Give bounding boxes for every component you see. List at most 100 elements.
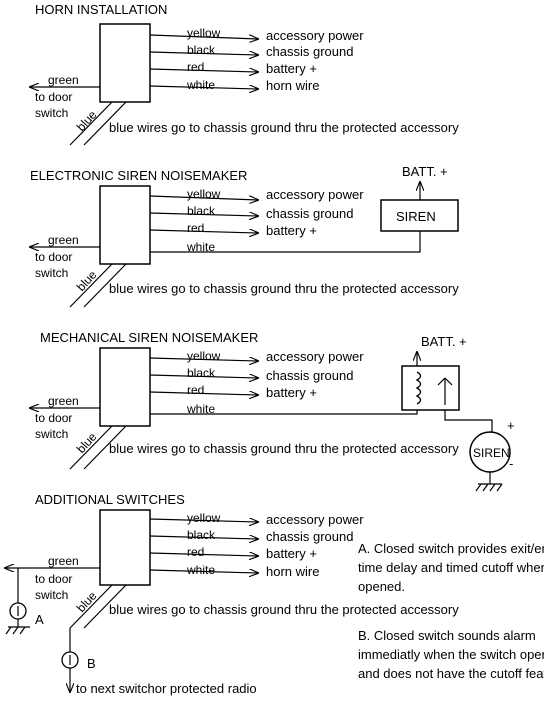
wire-red <box>149 69 258 72</box>
wire-label: yellow <box>187 349 221 363</box>
wire-destination: battery + <box>266 546 317 561</box>
wire-label: white <box>186 402 215 416</box>
switch-b-label: B <box>87 656 96 671</box>
wire-white <box>150 231 421 253</box>
wire-destination: chassis ground <box>266 529 353 544</box>
wire-label: white <box>186 78 215 92</box>
wire-black <box>149 536 258 539</box>
next-switch-label: to next switchor protected radio <box>76 681 257 696</box>
blue-label: blue <box>74 430 100 456</box>
wire-blue <box>83 101 127 146</box>
section-heading: MECHANICAL SIREN NOISEMAKER <box>40 330 258 345</box>
blue-label: blue <box>74 589 100 615</box>
ground-icon <box>475 483 482 492</box>
wire-red <box>149 392 258 395</box>
wire-yellow <box>149 358 258 361</box>
wire-label: white <box>186 563 215 577</box>
wire-label: yellow <box>187 187 221 201</box>
relay-contact <box>437 377 446 386</box>
section-horn-installation: HORN INSTALLATION yellow black red white… <box>30 2 459 146</box>
green-label: green <box>48 233 79 247</box>
wire-white <box>149 86 258 89</box>
note-a-line: time delay and timed cutoff when <box>358 560 544 575</box>
wire-destination: chassis ground <box>266 206 353 221</box>
wire-label: white <box>186 240 215 254</box>
note-b-line: B. Closed switch sounds alarm <box>358 628 536 643</box>
door-label: switch <box>35 588 68 602</box>
blue-note: blue wires go to chassis ground thru the… <box>109 441 459 456</box>
door-label: to door <box>35 250 72 264</box>
wire-yellow <box>149 195 258 200</box>
wire-blue <box>69 425 113 470</box>
wire-red <box>149 230 258 233</box>
wire-to-motor <box>444 410 493 432</box>
switch-a-label: A <box>35 612 44 627</box>
wire-label: yellow <box>187 511 221 525</box>
wire-yellow <box>149 519 258 522</box>
alarm-module-box <box>99 23 151 103</box>
section-heading: HORN INSTALLATION <box>35 2 167 17</box>
wire-white <box>149 570 258 573</box>
ground-icon <box>489 483 496 492</box>
ground-icon <box>496 483 503 492</box>
section-mechanical-siren: MECHANICAL SIREN NOISEMAKER yellow black… <box>30 330 515 492</box>
wire-destination: accessory power <box>266 28 364 43</box>
wire-destination: battery + <box>266 61 317 76</box>
alarm-module-box <box>99 509 151 586</box>
wire-destination: horn wire <box>266 564 319 579</box>
ground-icon <box>5 626 12 635</box>
wire-destination: horn wire <box>266 78 319 93</box>
wire-label: black <box>187 204 216 218</box>
green-label: green <box>48 73 79 87</box>
wire-blue <box>69 101 113 146</box>
wire-black <box>149 213 258 216</box>
blue-label: blue <box>74 268 100 294</box>
wire-label: red <box>187 545 204 559</box>
wire-label: red <box>187 60 204 74</box>
blue-note: blue wires go to chassis ground thru the… <box>109 281 459 296</box>
door-label: switch <box>35 106 68 120</box>
wire-destination: battery + <box>266 385 317 400</box>
wire-destination: battery + <box>266 223 317 238</box>
wire-label: yellow <box>187 26 221 40</box>
wire-label: black <box>187 366 216 380</box>
door-label: to door <box>35 411 72 425</box>
door-label: switch <box>35 427 68 441</box>
wire-blue <box>83 263 127 308</box>
door-label: switch <box>35 266 68 280</box>
note-a-line: opened. <box>358 579 405 594</box>
minus-label: - <box>509 456 513 471</box>
alarm-module-box <box>99 347 151 427</box>
wire-blue <box>83 584 127 629</box>
wire-destination: chassis ground <box>266 368 353 383</box>
wire-destination: accessory power <box>266 349 364 364</box>
note-b-line: and does not have the cutoff feature. <box>358 666 544 681</box>
blue-note: blue wires go to chassis ground thru the… <box>109 120 459 135</box>
wire-label: red <box>187 383 204 397</box>
ground-icon <box>19 626 26 635</box>
wire-blue <box>69 584 113 629</box>
blue-note: blue wires go to chassis ground thru the… <box>109 602 459 617</box>
note-a-line: A. Closed switch provides exit/entry <box>358 541 544 556</box>
motor-label: SIREN <box>473 446 510 460</box>
green-label: green <box>48 554 79 568</box>
batt-label: BATT. + <box>402 164 448 179</box>
wire-destination: accessory power <box>266 512 364 527</box>
wire-destination: chassis ground <box>266 44 353 59</box>
wire-black <box>149 375 258 378</box>
section-heading: ADDITIONAL SWITCHES <box>35 492 185 507</box>
wire-blue <box>83 425 127 470</box>
wire-destination: accessory power <box>266 187 364 202</box>
section-additional-switches: ADDITIONAL SWITCHES yellow black red whi… <box>5 492 544 696</box>
door-label: to door <box>35 90 72 104</box>
plus-label: + <box>507 418 515 433</box>
ground-icon <box>482 483 489 492</box>
wire-yellow <box>149 34 258 39</box>
alarm-module-box <box>99 185 151 265</box>
green-label: green <box>48 394 79 408</box>
batt-label: BATT. + <box>421 334 467 349</box>
wire-blue <box>69 263 113 308</box>
ground-icon <box>12 626 19 635</box>
relay-contact <box>444 377 453 386</box>
section-heading: ELECTRONIC SIREN NOISEMAKER <box>30 168 247 183</box>
